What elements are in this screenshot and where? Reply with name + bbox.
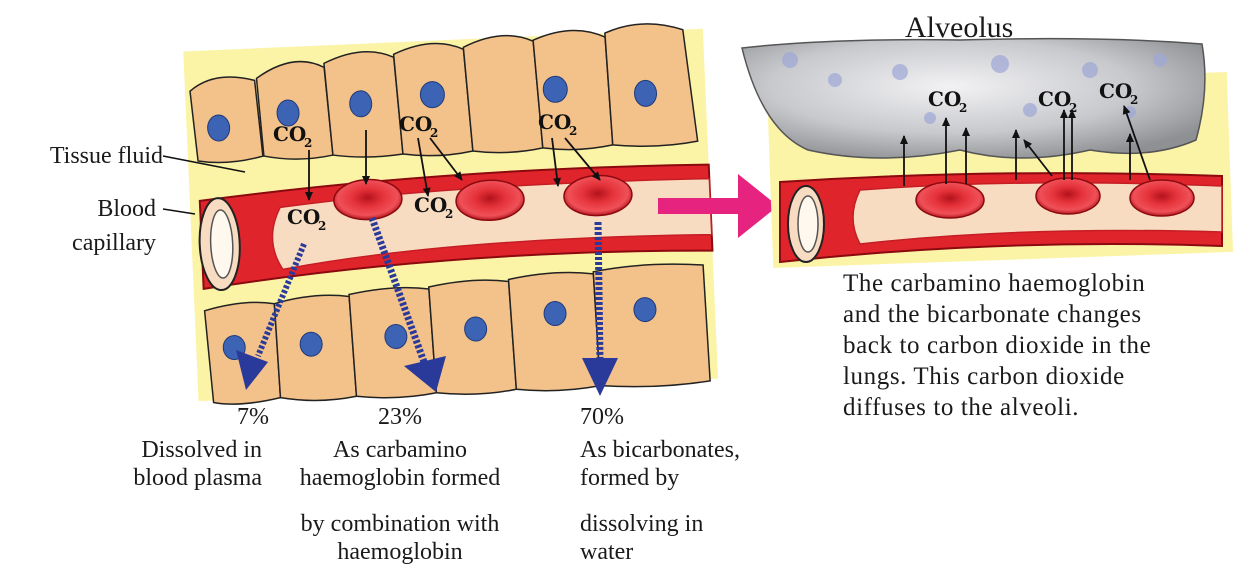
svg-text:2: 2 [959,101,967,115]
svg-text:2: 2 [1130,93,1138,107]
fraction-23-line-4: haemoglobin [270,538,530,567]
lung-panel: CO2 CO2 CO2 [742,39,1233,268]
fraction-70-line-1: As bicarbonates, [580,436,740,465]
tissue-fluid-label: Tissue fluid [8,142,163,171]
fraction-23-line-2: haemoglobin formed [270,464,530,493]
co2-label: CO [273,122,306,146]
fraction-70-line-4: water [580,538,633,567]
red-blood-cell [916,182,984,218]
lung-capillary-opening [788,186,824,262]
svg-text:2: 2 [1069,101,1077,115]
alveolus-title: Alveolus [905,10,1013,46]
fraction-7-line-1: Dissolved in [90,436,262,465]
percent-7: 7% [237,403,265,432]
co2-label: CO [399,112,432,136]
red-blood-cell [1036,178,1100,214]
red-blood-cell [1130,180,1194,216]
co2-label: CO [1099,79,1132,103]
percent-70: 70% [580,403,624,432]
lung-note-line: back to carbon dioxide in the [843,330,1223,361]
lung-note-line: lungs. This carbon dioxide [843,361,1223,392]
fraction-7-line-2: blood plasma [90,464,262,493]
co2-label: CO [1038,87,1071,111]
lung-note-line: diffuses to the alveoli. [843,392,1223,423]
blood-label: Blood [8,195,156,224]
co2-label: CO [287,205,320,229]
fraction-23-line-1: As carbamino [270,436,530,465]
svg-text:2: 2 [430,126,438,140]
lung-note-line: The carbamino haemoglobin [843,268,1223,299]
lung-note-line: and the bicarbonate changes [843,299,1223,330]
co2-label: CO [538,110,571,134]
fraction-70-line-2: formed by [580,464,679,493]
svg-text:2: 2 [304,136,312,150]
svg-text:2: 2 [445,207,453,221]
svg-text:2: 2 [318,219,326,233]
percent-23: 23% [350,403,450,432]
svg-text:2: 2 [569,124,577,138]
fraction-23-line-3: by combination with [270,510,530,539]
red-blood-cells-lung [916,178,1194,218]
capillary-label: capillary [8,229,156,258]
co2-label: CO [414,193,447,217]
fraction-70-line-3: dissolving in [580,510,703,539]
lung-note: The carbamino haemoglobin and the bicarb… [843,268,1223,423]
co2-label: CO [928,87,961,111]
